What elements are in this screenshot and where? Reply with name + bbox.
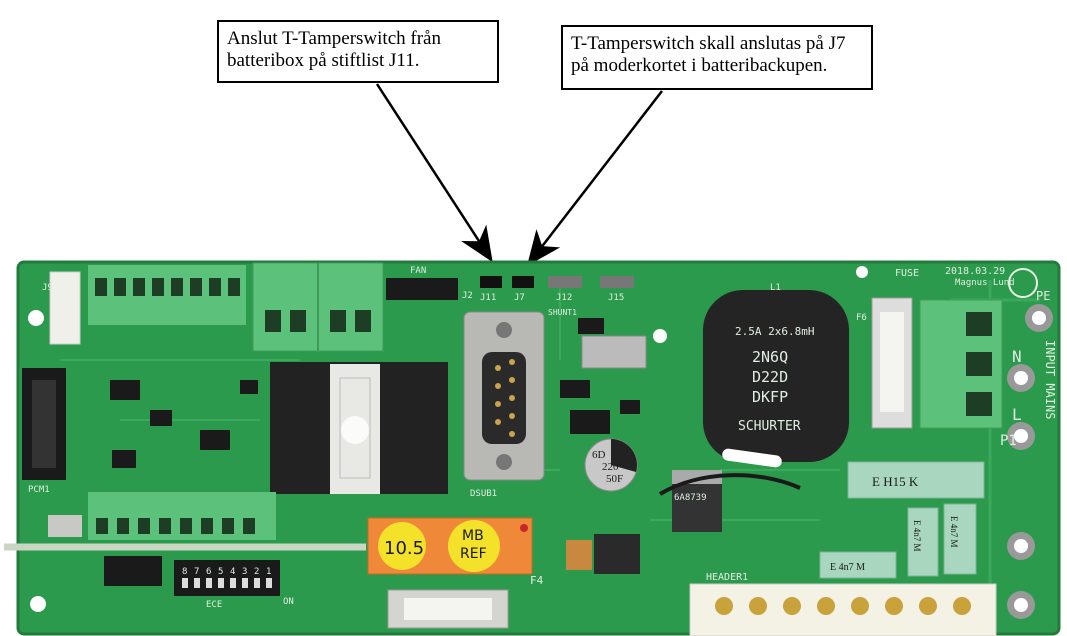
choke-text-3: D22D [752, 368, 788, 386]
callout-j11: Anslut T-Tamperswitch från batteribox på… [217, 20, 499, 83]
dip-switch: 8 7 6 5 4 3 2 1 [174, 560, 280, 596]
elcap-text-2: 220 [602, 461, 619, 473]
label-pcm1: PCM1 [28, 485, 50, 495]
label-l1: L1 [770, 283, 781, 293]
label-author: Magnus Lund [955, 278, 1015, 288]
elcap-text-1: 6D [592, 449, 606, 461]
mains-pads [1007, 304, 1053, 619]
film-cap-text-3: E 4n7 M [949, 516, 959, 548]
film-capacitor-x2: E H15 K [847, 461, 985, 499]
wire [658, 473, 801, 496]
header-j7: J7 [512, 276, 534, 303]
dip-2: 2 [254, 567, 259, 577]
elcap-text-3: 50F [606, 473, 623, 485]
label-j11: J11 [480, 293, 496, 303]
crystal-can [581, 335, 647, 369]
fuse-f4 [387, 589, 509, 629]
choke-text-5: SCHURTER [738, 419, 801, 434]
dip-3: 3 [242, 567, 247, 577]
film-cap-text-1: E H15 K [872, 474, 919, 489]
header-j15: J15 [600, 276, 634, 303]
terminal-block-power [252, 262, 384, 352]
header-j12: J12 [548, 276, 582, 303]
label-p1: P1 [1000, 433, 1017, 449]
label-f6: F6 [856, 313, 867, 323]
mains-fuse [871, 297, 913, 429]
film-cap-text-4: E 4n7 M [830, 562, 865, 573]
mounting-hole [30, 596, 46, 612]
label-l: L [1012, 405, 1022, 424]
callout-j7-line1: T-Tamperswitch skall anslutas på J7 [571, 33, 846, 54]
label-j12: J12 [556, 293, 572, 303]
label-shunt1: SHUNT1 [548, 308, 577, 317]
callout-j11-line2: batteribox på stiftlist J11. [227, 50, 420, 71]
label-fan: FAN [410, 266, 426, 276]
smd-components [110, 318, 640, 468]
label-j7: J7 [514, 293, 525, 303]
sticker-3: REF [460, 546, 487, 562]
fuse-holder-area [270, 362, 448, 494]
label-on: ON [283, 597, 294, 607]
regulator [566, 534, 640, 574]
label-fuse: FUSE [895, 268, 919, 279]
idc-connector [22, 368, 66, 480]
label-ece: ECE [206, 600, 222, 610]
film-capacitor-y2: E 4n7 M [943, 503, 977, 575]
choke-text-1: 2.5A 2x6.8mH [735, 325, 814, 338]
callout-j11-line1: Anslut T-Tamperswitch från [227, 28, 441, 49]
label-j2: J2 [462, 291, 473, 301]
mounting-hole [653, 329, 667, 343]
terminal-block-bottom-left [88, 492, 276, 540]
mounting-hole [856, 266, 868, 278]
dsub-connector [463, 311, 545, 481]
schurter-choke: 2.5A 2x6.8mH 2N6Q D22D DKFP SCHURTER [703, 290, 849, 462]
dip-5: 5 [218, 567, 223, 577]
ic-chip [104, 556, 162, 586]
choke-text-4: DKFP [752, 388, 788, 406]
label-j15: J15 [608, 293, 624, 303]
connector-j9 [49, 271, 81, 345]
mains-terminal-block [919, 299, 1003, 429]
mosfet: 6A8739 [672, 470, 722, 532]
terminal-block-top-left [88, 265, 246, 325]
label-j9: J9 [42, 283, 53, 293]
sticker-2: MB [462, 528, 484, 544]
callout-j7: T-Tamperswitch skall anslutas på J7 på m… [561, 25, 873, 90]
arrow-to-j11 [375, 83, 493, 263]
label-date: 2018.03.29 [945, 266, 1005, 277]
label-n: N [1012, 347, 1022, 366]
mosfet-label: 6A8739 [674, 493, 707, 503]
electrolytic-capacitor: 6D 220 50F [584, 438, 638, 492]
relay: 10.5 MB REF [367, 517, 533, 575]
film-capacitor-y1: E 4n7 M [907, 507, 939, 577]
label-input-mains: INPUT MAINS [1043, 340, 1057, 419]
dip-6: 6 [206, 567, 211, 577]
dip-4: 4 [230, 567, 235, 577]
label-dsub1: DSUB1 [470, 489, 497, 499]
callout-j7-line2: på moderkortet i batteribackupen. [571, 55, 828, 76]
film-capacitor-y3: E 4n7 M [819, 551, 897, 579]
header1-connector [689, 583, 997, 636]
mounting-hole [28, 310, 44, 326]
choke-text-2: 2N6Q [752, 348, 788, 366]
dip-8: 8 [182, 567, 187, 577]
dip-1: 1 [266, 567, 271, 577]
sticker-1: 10.5 [384, 538, 424, 559]
label-header1: HEADER1 [706, 572, 748, 583]
film-cap-text-2: E 4n7 M [912, 520, 922, 552]
fan-connector [386, 278, 458, 300]
label-f4: F4 [530, 574, 544, 587]
header-j11: J11 [480, 276, 502, 303]
arrow-to-j7 [526, 90, 663, 266]
dip-7: 7 [194, 567, 199, 577]
label-pe: PE [1036, 289, 1050, 303]
